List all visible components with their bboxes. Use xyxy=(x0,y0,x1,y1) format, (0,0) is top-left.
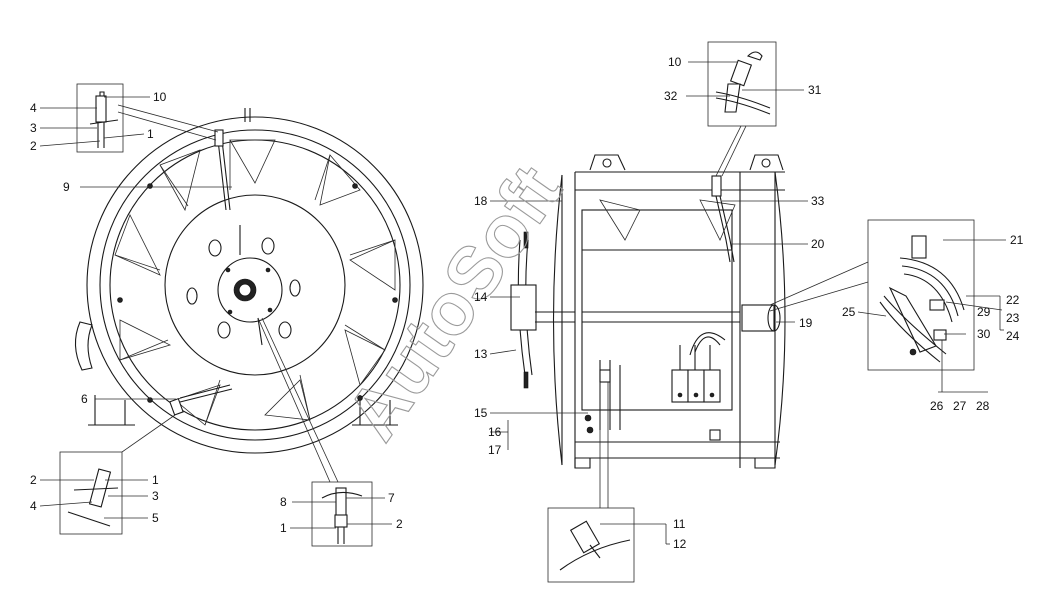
callout-label: 31 xyxy=(808,83,822,97)
callout-label: 24 xyxy=(1006,329,1020,343)
fan-blades xyxy=(114,139,396,426)
callout-label: 2 xyxy=(30,139,37,153)
fan-wheel-assembly xyxy=(74,104,424,483)
callout-label: 3 xyxy=(152,489,159,503)
inset-b-grease-fitting xyxy=(39,451,148,535)
callout-label: 2 xyxy=(396,517,403,531)
inset-a-grease-fitting xyxy=(39,83,150,153)
callout-label: 7 xyxy=(388,491,395,505)
callout-label: 30 xyxy=(977,327,991,341)
callout-label: 22 xyxy=(1006,293,1020,307)
callout-label: 11 xyxy=(673,517,686,531)
callout-label: 20 xyxy=(811,237,825,251)
callout-label: 8 xyxy=(280,495,287,509)
callout-numbers: 4 3 2 10 1 9 6 2 4 1 3 5 8 1 7 2 18 14 1… xyxy=(30,55,1024,551)
callout-label: 3 xyxy=(30,121,37,135)
callout-label: 16 xyxy=(488,425,502,439)
callout-label: 28 xyxy=(976,399,990,413)
callout-label: 15 xyxy=(474,406,488,420)
callout-label: 13 xyxy=(474,347,488,361)
callout-label: 5 xyxy=(152,511,159,525)
callout-label: 21 xyxy=(1010,233,1024,247)
callout-label: 17 xyxy=(488,443,502,457)
callout-label: 23 xyxy=(1006,311,1020,325)
watermark-text: AutoSoft xyxy=(330,151,577,454)
callout-label: 27 xyxy=(953,399,967,413)
callout-label: 1 xyxy=(280,521,287,535)
callout-label: 26 xyxy=(930,399,944,413)
callout-label: 10 xyxy=(153,90,167,104)
callout-label: 12 xyxy=(673,537,687,551)
inset-d-grease-fitting xyxy=(686,41,804,127)
callout-label: 25 xyxy=(842,305,856,319)
callout-label: 1 xyxy=(147,127,154,141)
inset-e-grease-fitting xyxy=(547,507,670,583)
callout-label: 18 xyxy=(474,194,488,208)
callout-label: 4 xyxy=(30,499,37,513)
callout-label: 1 xyxy=(152,473,159,487)
callout-label: 2 xyxy=(30,473,37,487)
callout-label: 10 xyxy=(668,55,682,69)
callout-label: 32 xyxy=(664,89,678,103)
inset-c-grease-fitting xyxy=(290,481,392,547)
housing-side-view xyxy=(489,125,869,508)
callout-label: 29 xyxy=(977,305,991,319)
callout-label: 4 xyxy=(30,101,37,115)
callout-label: 33 xyxy=(811,194,825,208)
callout-label: 6 xyxy=(81,392,88,406)
callout-label: 19 xyxy=(799,316,813,330)
inset-f-fan-section xyxy=(857,219,1006,393)
callout-label: 14 xyxy=(474,290,488,304)
callout-label: 9 xyxy=(63,180,70,194)
